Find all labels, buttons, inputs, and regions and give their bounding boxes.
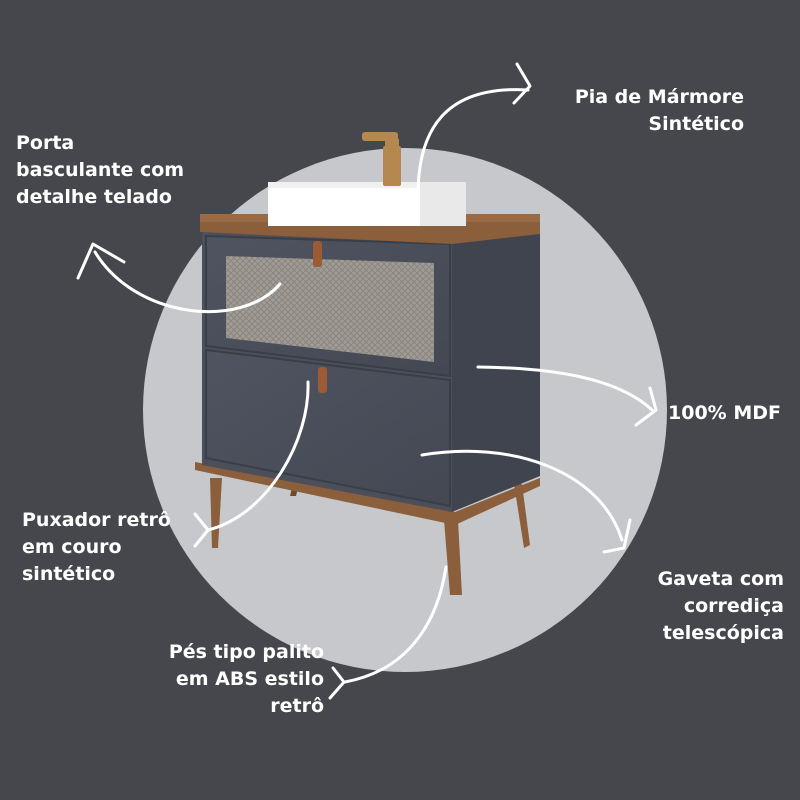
marble-sink [268, 186, 466, 226]
arrow-icon [76, 242, 282, 313]
faucet [362, 132, 401, 186]
arrow-icon [420, 449, 632, 554]
arrow-icon [328, 565, 448, 700]
arrow-icon [193, 380, 310, 548]
arrow-icon [416, 62, 532, 197]
cabinet-side [452, 230, 540, 512]
drawer [205, 348, 451, 508]
label-mdf: 100% MDF [668, 402, 781, 424]
wood-countertop [200, 222, 540, 244]
label-drawer: Gaveta com corrediça telescópica [657, 568, 784, 644]
leather-handle-bottom [318, 367, 327, 393]
label-handle: Puxador retrô em couro sintético [22, 509, 171, 585]
leather-handle-top [313, 241, 322, 267]
bathroom-cabinet [195, 132, 540, 595]
arrow-icon [476, 365, 658, 427]
mesh-panel [226, 256, 434, 362]
label-sink: Pia de Mármore Sintético [574, 86, 744, 135]
label-door: Porta basculante com detalhe telado [16, 132, 185, 208]
label-feet: Pés tipo palito em ABS estilo retrô [168, 641, 324, 717]
